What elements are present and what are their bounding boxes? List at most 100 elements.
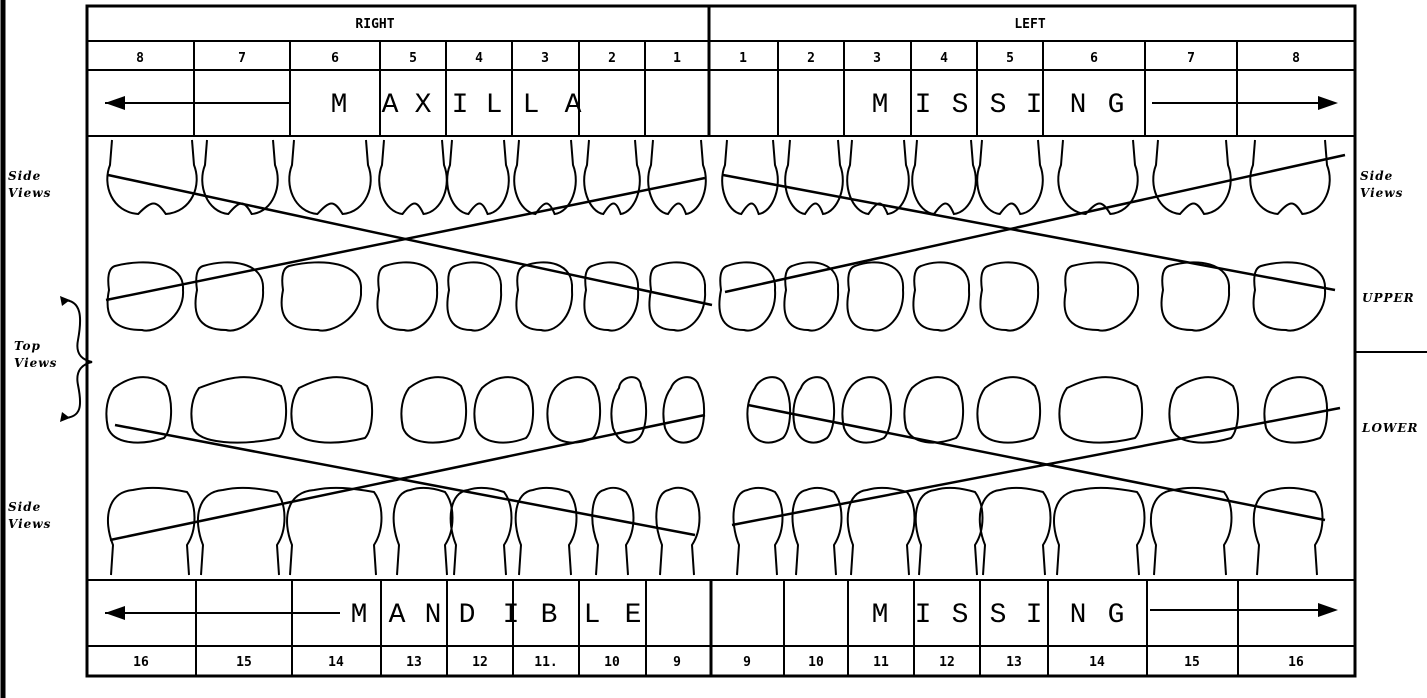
tooth-number: 15 xyxy=(236,655,252,670)
missing-letter: S xyxy=(952,600,969,631)
tooth-number: 8 xyxy=(136,51,144,66)
tooth-outline xyxy=(733,488,782,575)
tooth-number: 16 xyxy=(1288,655,1304,670)
tooth-number: 13 xyxy=(406,655,422,670)
tooth-outline xyxy=(913,262,969,330)
tooth-outline xyxy=(977,377,1040,442)
tooth-number: 16 xyxy=(133,655,149,670)
left-arrowhead-icon xyxy=(105,606,125,620)
tooth-number: 5 xyxy=(1006,51,1014,66)
tooth-outline xyxy=(719,262,775,330)
mandible-letter: A xyxy=(389,600,406,631)
mandible-letter: I xyxy=(503,600,520,631)
tooth-outline xyxy=(1054,488,1145,575)
tooth-number: 8 xyxy=(1292,51,1300,66)
tooth-number: 3 xyxy=(873,51,881,66)
tooth-outline xyxy=(912,140,976,214)
mandible-letter: E xyxy=(625,600,642,631)
missing-letter: G xyxy=(1108,600,1125,631)
brace-arrow-icon xyxy=(60,412,70,422)
tooth-outline xyxy=(282,262,362,330)
maxilla-letter: L xyxy=(486,90,503,121)
tooth-outline xyxy=(648,140,706,214)
teeth-drawings xyxy=(106,140,1329,575)
mandible-letter: M xyxy=(351,600,368,631)
tooth-outline xyxy=(191,377,286,442)
maxilla-letter: A xyxy=(565,90,582,121)
tooth-outline xyxy=(904,377,963,442)
maxilla-letter: M xyxy=(331,90,348,121)
tooth-outline xyxy=(291,377,372,442)
tooth-number: 10 xyxy=(604,655,620,670)
tooth-outline xyxy=(401,377,466,442)
tooth-outline xyxy=(1250,140,1329,214)
mandible-letter: D xyxy=(459,600,476,631)
tooth-outline xyxy=(980,488,1051,575)
missing-letter: S xyxy=(952,90,969,121)
tooth-outline xyxy=(451,488,512,575)
tooth-outline xyxy=(198,488,285,575)
lower-label: LOWER xyxy=(1361,421,1419,435)
tooth-outline xyxy=(1059,377,1142,442)
tooth-number: 5 xyxy=(409,51,417,66)
mandible-letter: N xyxy=(425,600,442,631)
tooth-outline xyxy=(584,262,638,330)
missing-letter: I xyxy=(1026,600,1043,631)
tooth-number: 10 xyxy=(808,655,824,670)
missing-letter: N xyxy=(1070,600,1087,631)
tooth-outline xyxy=(195,262,263,330)
tooth-outline xyxy=(394,488,453,575)
tooth-number: 12 xyxy=(939,655,955,670)
tooth-number: 9 xyxy=(673,655,681,670)
tooth-outline xyxy=(379,140,447,214)
tooth-number: 1 xyxy=(739,51,747,66)
tooth-outline xyxy=(1065,262,1139,330)
tooth-outline xyxy=(377,262,437,330)
header-right: RIGHT xyxy=(355,17,394,32)
tooth-outline xyxy=(1264,377,1327,442)
missing-letter: G xyxy=(1108,90,1125,121)
tooth-number: 1 xyxy=(673,51,681,66)
right-arrowhead-icon xyxy=(1318,96,1338,110)
tooth-outline xyxy=(977,140,1043,214)
tooth-outline xyxy=(1161,262,1229,330)
maxilla-letter: L xyxy=(523,90,540,121)
missing-letter: M xyxy=(872,90,889,121)
tooth-outline xyxy=(447,262,501,330)
tooth-outline xyxy=(793,377,834,442)
tooth-outline xyxy=(1153,140,1230,214)
tooth-outline xyxy=(1169,377,1238,442)
maxilla-letter: X xyxy=(415,90,432,121)
tooth-outline xyxy=(1254,488,1323,575)
tooth-outline xyxy=(516,488,577,575)
tooth-outline xyxy=(663,377,704,442)
tooth-number: 4 xyxy=(940,51,948,66)
tooth-number: 11. xyxy=(534,655,557,670)
tooth-number: 6 xyxy=(1090,51,1098,66)
tooth-number: 2 xyxy=(807,51,815,66)
tooth-outline xyxy=(584,140,640,214)
missing-crossout-lines xyxy=(106,155,1345,540)
tooth-number: 4 xyxy=(475,51,483,66)
tooth-number: 14 xyxy=(328,655,344,670)
tooth-number: 2 xyxy=(608,51,616,66)
upper-label: UPPER xyxy=(1362,291,1415,305)
tooth-number: 13 xyxy=(1006,655,1022,670)
missing-letter: I xyxy=(915,600,932,631)
tooth-outline xyxy=(1253,262,1325,330)
tooth-outline xyxy=(514,140,576,214)
tooth-number: 12 xyxy=(472,655,488,670)
tooth-number: 7 xyxy=(1187,51,1195,66)
tooth-number: 15 xyxy=(1184,655,1200,670)
missing-letter: S xyxy=(990,600,1007,631)
missing-letter: M xyxy=(872,600,889,631)
tooth-number: 14 xyxy=(1089,655,1105,670)
tooth-outline xyxy=(592,488,633,575)
tooth-number: 7 xyxy=(238,51,246,66)
maxilla-letter: A xyxy=(382,90,399,121)
tooth-outline xyxy=(980,262,1038,330)
